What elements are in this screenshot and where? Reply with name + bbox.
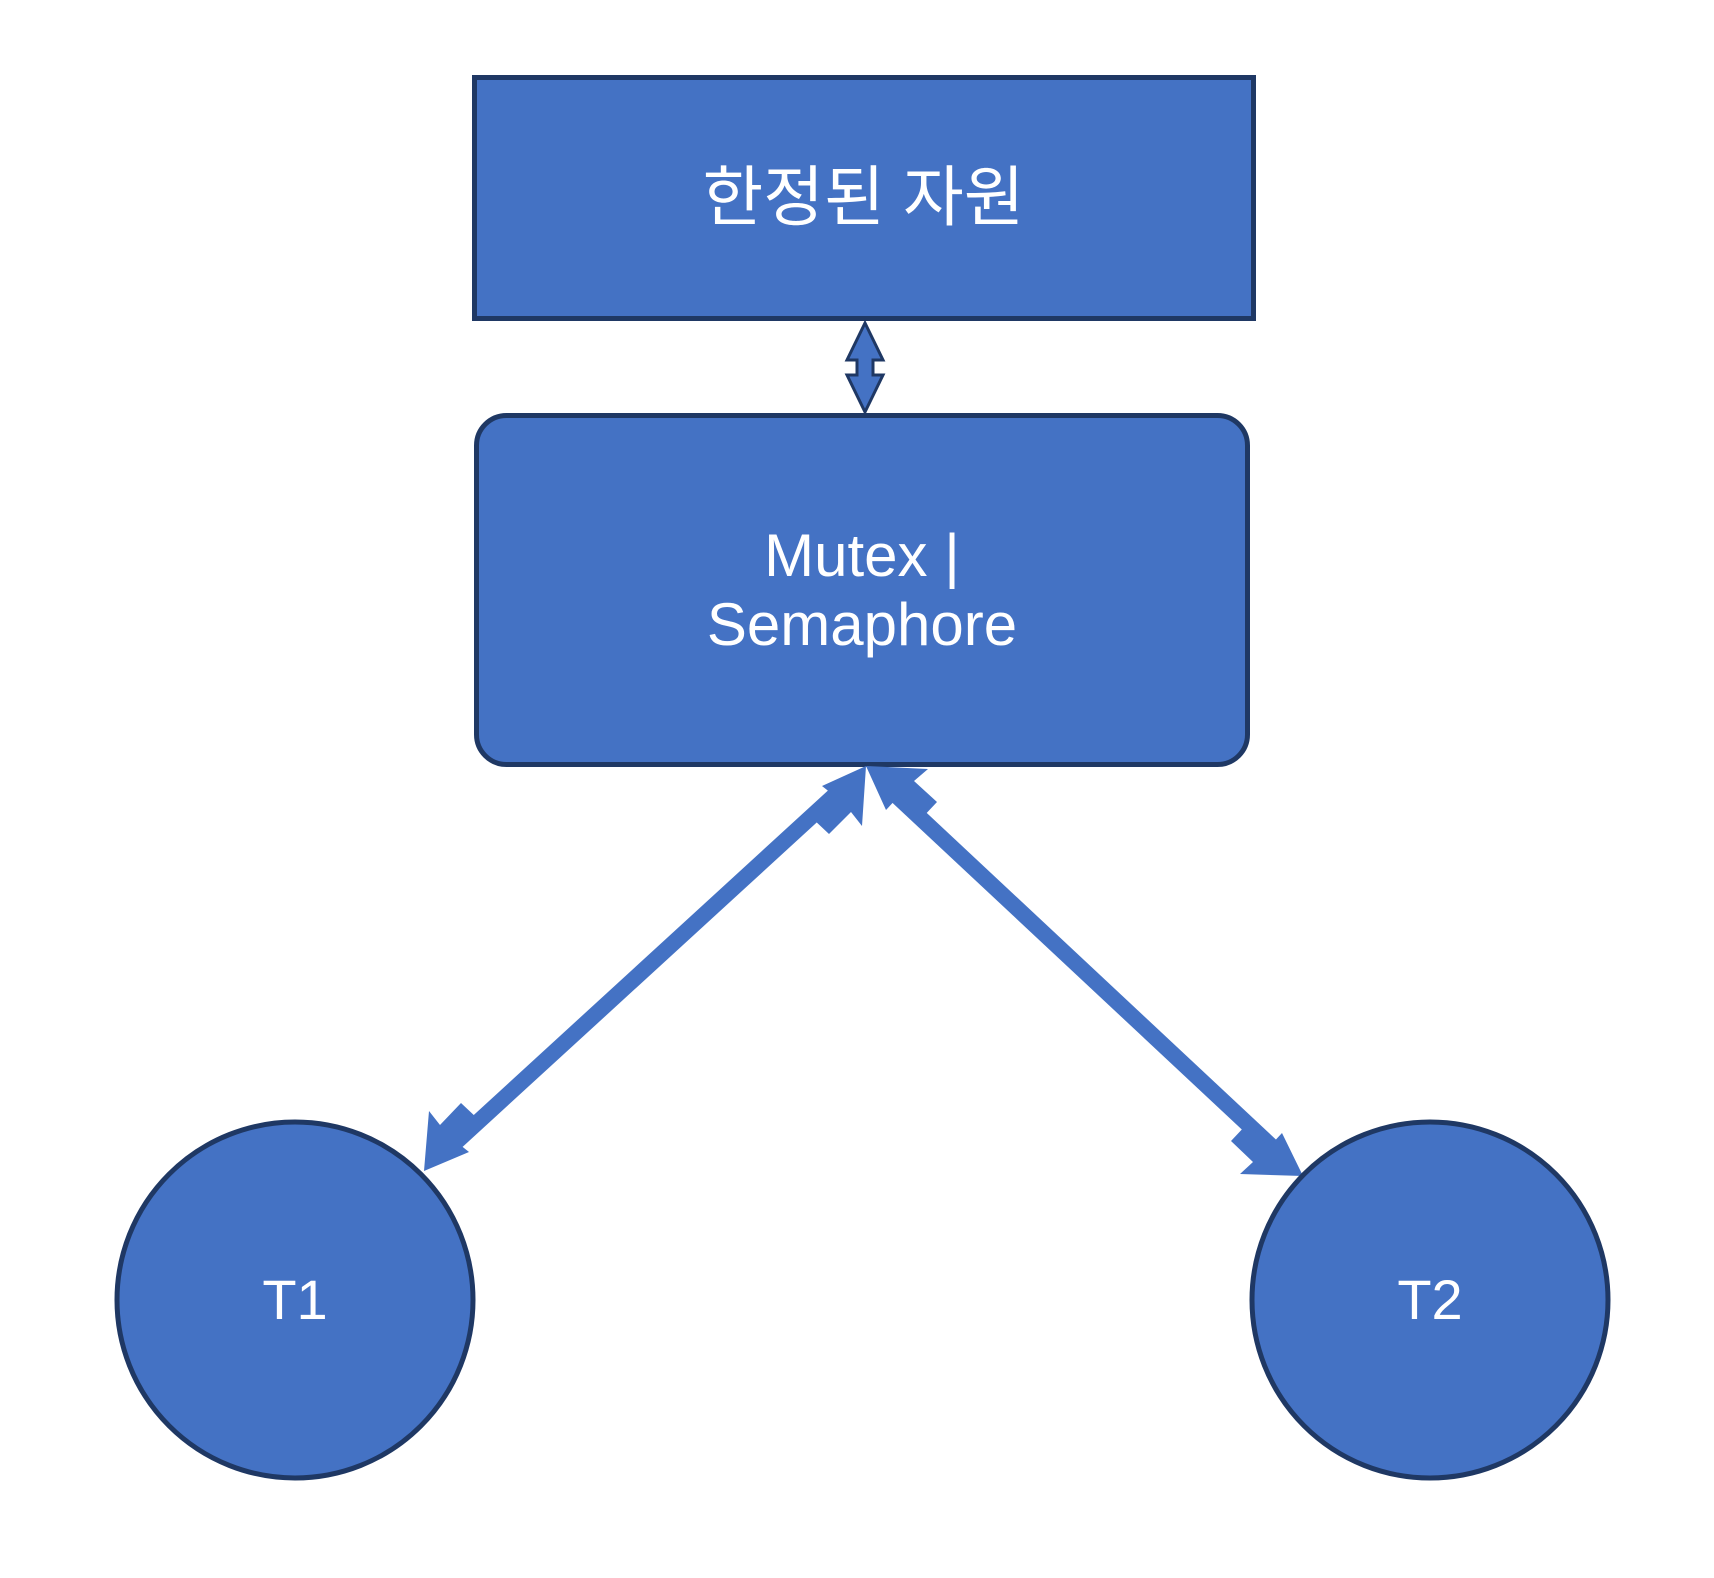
sync-thread1-double-arrow[interactable] [424, 766, 866, 1171]
resource-box[interactable] [472, 75, 1256, 321]
sync-thread2-double-arrow[interactable] [866, 766, 1303, 1176]
sync-primitive-box[interactable] [474, 413, 1250, 767]
thread2-circle[interactable] [1249, 1119, 1611, 1481]
resource-sync-double-arrow[interactable] [844, 319, 886, 416]
thread1-circle[interactable] [114, 1119, 476, 1481]
